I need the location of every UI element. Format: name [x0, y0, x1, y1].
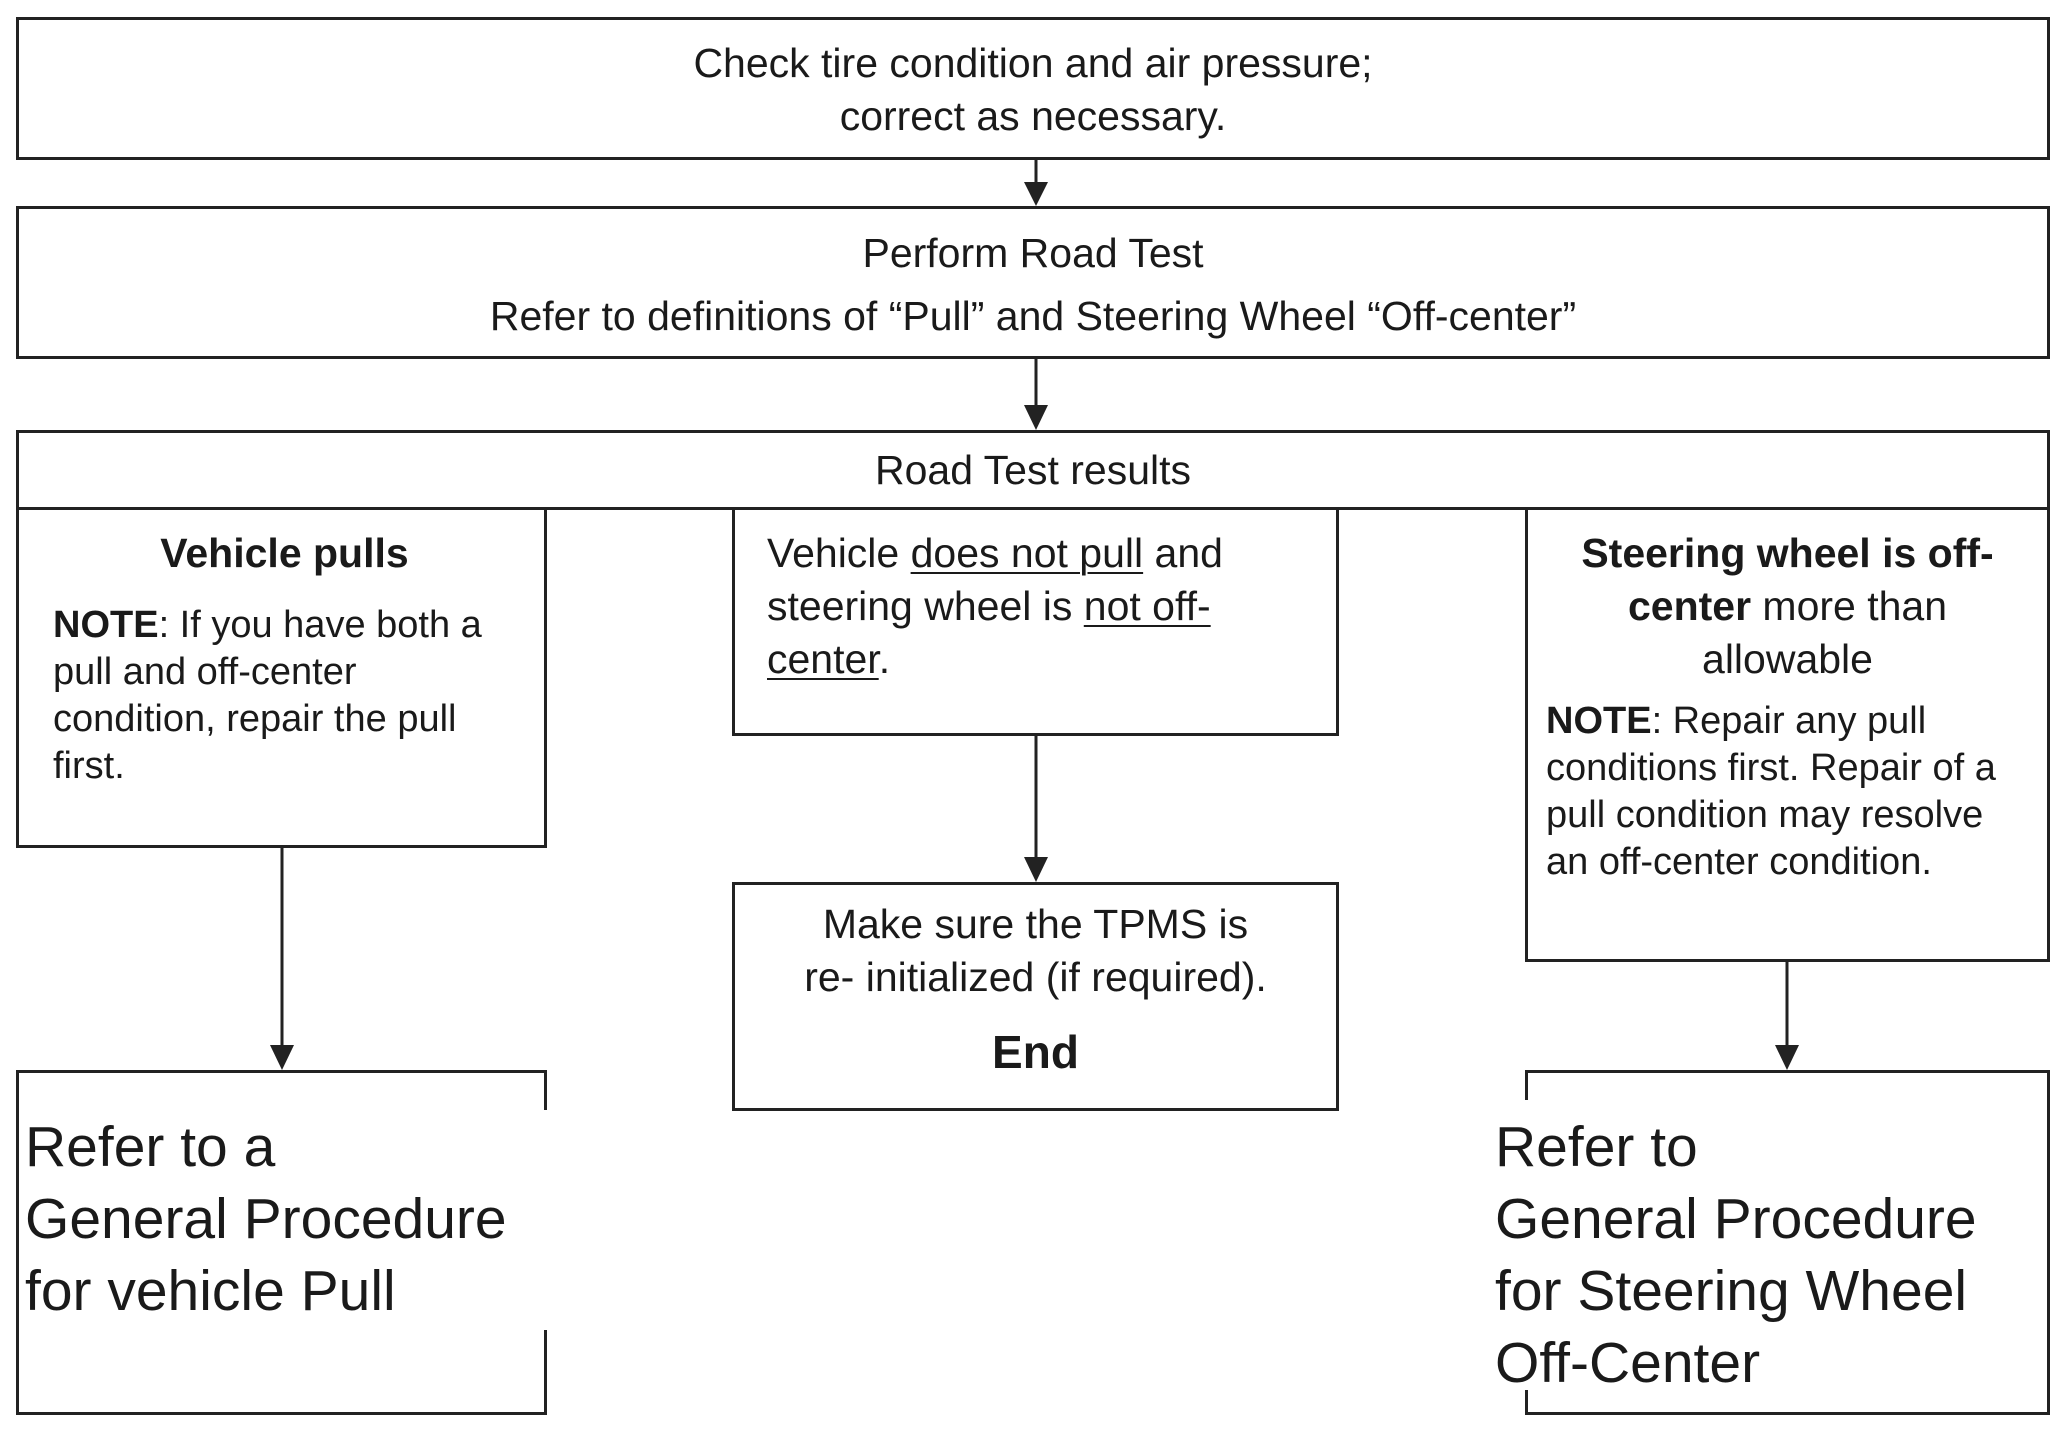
refer-off-center-line1: Refer to	[1495, 1115, 1698, 1179]
check-tires-line1: Check tire condition and air pressure;	[693, 40, 1373, 86]
no-pull-box: Vehicle does not pull and steering wheel…	[732, 507, 1339, 736]
vehicle-pulls-box: Vehicle pulls NOTE: If you have both a p…	[16, 507, 547, 848]
refer-pull-line1: Refer to a	[25, 1115, 276, 1179]
refer-pull-line2: General Procedure	[25, 1187, 507, 1251]
off-center-note: NOTE: Repair any pull conditions first. …	[1546, 698, 2029, 886]
end-label: End	[992, 1026, 1079, 1078]
vehicle-pulls-title: Vehicle pulls	[160, 530, 409, 576]
no-pull-text-1: Vehicle	[767, 530, 911, 576]
check-tires-line2: correct as necessary.	[839, 93, 1227, 139]
off-center-title-rest: more than allowable	[1702, 583, 1948, 682]
arrowhead-tpms	[1024, 857, 1048, 882]
tpms-line1: Make sure the TPMS is	[822, 901, 1249, 947]
no-pull-text-3: .	[878, 636, 891, 682]
refer-pull-box	[16, 1070, 547, 1415]
refer-pull-line3: for vehicle Pull	[25, 1259, 396, 1323]
no-pull-text-2: and steering wheel is	[767, 530, 1223, 629]
road-test-results-title: Road Test results	[874, 447, 1191, 493]
off-center-note-label: NOTE	[1546, 700, 1652, 742]
vehicle-pulls-note: NOTE: If you have both a pull and off-ce…	[53, 602, 516, 790]
road-test-title: Perform Road Test	[862, 230, 1204, 276]
refer-pull-text: Refer to a General Procedure for vehicle…	[25, 1111, 507, 1327]
refer-off-center-text: Refer to General Procedure for Steering …	[1495, 1111, 1977, 1399]
arrowhead-refer-off-center	[1775, 1045, 1799, 1070]
refer-off-center-line3: for Steering Wheel	[1495, 1259, 1968, 1323]
arrowhead-results	[1024, 405, 1048, 430]
off-center-box: Steering wheel is off-center more than a…	[1525, 507, 2050, 962]
refer-off-center-line2: General Procedure	[1495, 1187, 1977, 1251]
no-pull-underlined-2: not off-center	[767, 583, 1211, 682]
vehicle-pulls-note-label: NOTE	[53, 604, 159, 646]
refer-off-center-line4: Off-Center	[1495, 1331, 1761, 1395]
off-center-note-text: : Repair any pull conditions first. Repa…	[1546, 700, 1996, 883]
arrowhead-step2	[1024, 182, 1048, 206]
refer-off-center-box	[1525, 1070, 2050, 1415]
tpms-end-box: Make sure the TPMS is re- initialized (i…	[732, 882, 1339, 1111]
check-tires-box: Check tire condition and air pressure; c…	[16, 17, 2050, 160]
road-test-box: Perform Road Test Refer to definitions o…	[16, 206, 2050, 359]
vehicle-pulls-note-text: : If you have both a pull and off-center…	[53, 604, 482, 787]
arrowhead-refer-pull	[270, 1045, 294, 1070]
off-center-title: Steering wheel is off-center more than a…	[1546, 527, 2029, 686]
tpms-line2: re- initialized (if required).	[804, 954, 1267, 1000]
road-test-definitions: Refer to definitions of “Pull” and Steer…	[489, 293, 1577, 339]
off-center-title-bold: Steering wheel is off-center	[1581, 530, 1994, 629]
no-pull-underlined-1: does not pull	[910, 530, 1144, 576]
